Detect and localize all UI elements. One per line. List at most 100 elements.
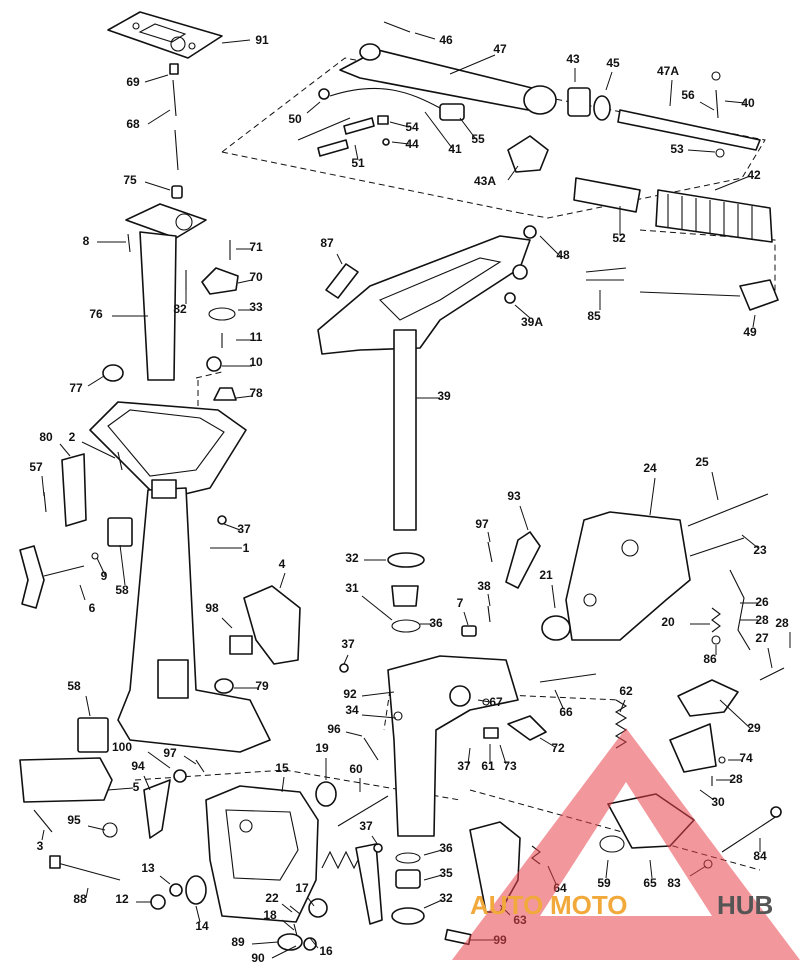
leader-line-c88	[85, 887, 89, 899]
callout-c100: 100	[112, 740, 132, 754]
callout-c37c: 37	[457, 759, 471, 773]
leader-line-c15	[281, 776, 285, 793]
callout-c10: 10	[249, 355, 263, 369]
callout-c71: 71	[249, 240, 263, 254]
leader-line-c35	[423, 874, 443, 881]
leader-line-c47A	[669, 79, 673, 107]
callout-c52: 52	[612, 231, 626, 245]
lever-94	[143, 779, 171, 839]
screw-3	[33, 809, 53, 833]
leader-line-c56	[699, 101, 715, 111]
callout-c3: 3	[37, 839, 44, 853]
washer-86	[711, 635, 721, 645]
callout-c72: 72	[551, 741, 565, 755]
leader-line-c78	[235, 395, 253, 399]
nut-100	[173, 769, 187, 783]
ring-36-lower	[395, 852, 421, 864]
leader-line-c5	[107, 787, 134, 791]
callout-c11: 11	[250, 330, 263, 344]
callout-c24: 24	[643, 461, 657, 475]
washer-40	[711, 71, 721, 81]
gear-78	[213, 387, 237, 401]
callout-c26: 26	[755, 595, 769, 609]
bracket-30	[669, 723, 717, 773]
leader-line-c58b	[85, 695, 91, 717]
callout-c42: 42	[747, 168, 761, 182]
callout-c36a: 36	[429, 616, 443, 630]
rod-66	[539, 673, 597, 683]
callout-c97b: 97	[163, 746, 177, 760]
grip-87	[325, 263, 359, 299]
leader-line-c30	[699, 789, 715, 801]
callout-c6: 6	[89, 601, 96, 615]
callout-c94: 94	[131, 759, 145, 773]
callout-c78: 78	[249, 386, 263, 400]
leader-line-c96	[345, 731, 363, 737]
callout-c69: 69	[126, 75, 140, 89]
pin-37-lower	[373, 843, 383, 853]
callout-c89: 89	[231, 935, 245, 949]
callout-c93: 93	[507, 489, 521, 503]
nut-12	[150, 894, 166, 910]
callout-c32a: 32	[345, 551, 359, 565]
screw-22	[289, 905, 301, 915]
callout-c51: 51	[351, 156, 365, 170]
callout-c30: 30	[711, 795, 725, 809]
screw-8	[127, 233, 131, 253]
callout-c19: 19	[315, 741, 329, 755]
callout-c28b: 28	[775, 616, 789, 630]
leader-line-c49	[752, 314, 756, 328]
clip-95	[102, 822, 118, 838]
pin-37-middle	[339, 663, 349, 673]
leader-line-c69	[144, 74, 169, 83]
leader-line-c2	[81, 441, 116, 459]
seal-33	[208, 307, 236, 321]
callout-c47A: 47A	[657, 64, 679, 78]
callout-c38: 38	[477, 579, 491, 593]
callout-c20: 20	[661, 615, 675, 629]
screw-2	[117, 451, 123, 471]
leader-line-c17	[307, 897, 315, 907]
callout-c74: 74	[739, 751, 753, 765]
leader-line-c58a	[119, 544, 126, 586]
callout-c48: 48	[556, 248, 570, 262]
spring-20	[711, 607, 721, 633]
spacer-7	[461, 625, 477, 637]
leader-line-c62	[619, 699, 626, 713]
callout-c22: 22	[265, 891, 279, 905]
bushing-14	[185, 875, 207, 905]
wire-85	[585, 267, 627, 281]
watermark-text-moto: MOTO	[550, 890, 628, 920]
link-61-73	[483, 727, 499, 739]
leader-line-c90	[271, 945, 297, 959]
leader-line-c72	[539, 737, 556, 748]
callout-c12: 12	[115, 892, 129, 906]
callout-c35: 35	[439, 866, 453, 880]
callout-c17: 17	[295, 881, 309, 895]
leader-line-c77	[87, 375, 105, 387]
drive-shaft-housing-1	[89, 401, 271, 753]
spring-16	[321, 843, 383, 925]
callout-c61: 61	[481, 759, 495, 773]
callout-c13: 13	[141, 861, 155, 875]
callout-c5: 5	[133, 780, 140, 794]
kill-switch-49	[639, 279, 779, 311]
swivel-bracket-24	[565, 511, 691, 641]
leader-line-c32b	[423, 899, 443, 909]
leader-line-c25	[711, 471, 719, 501]
callout-c21: 21	[539, 568, 553, 582]
callout-c54: 54	[405, 120, 419, 134]
callout-c14: 14	[195, 919, 209, 933]
bushing-35	[395, 869, 421, 889]
callout-c62: 62	[619, 684, 633, 698]
leader-line-c14	[195, 905, 201, 923]
leader-line-c42	[714, 175, 751, 191]
leader-line-c37a	[223, 523, 241, 531]
leader-line-c50	[306, 101, 321, 114]
callout-c37b: 37	[341, 637, 355, 651]
callout-c29: 29	[747, 721, 761, 735]
callout-c95: 95	[67, 813, 81, 827]
bearing-32-lower	[391, 907, 425, 925]
callout-c1: 1	[243, 541, 250, 555]
callout-c41: 41	[448, 142, 462, 156]
